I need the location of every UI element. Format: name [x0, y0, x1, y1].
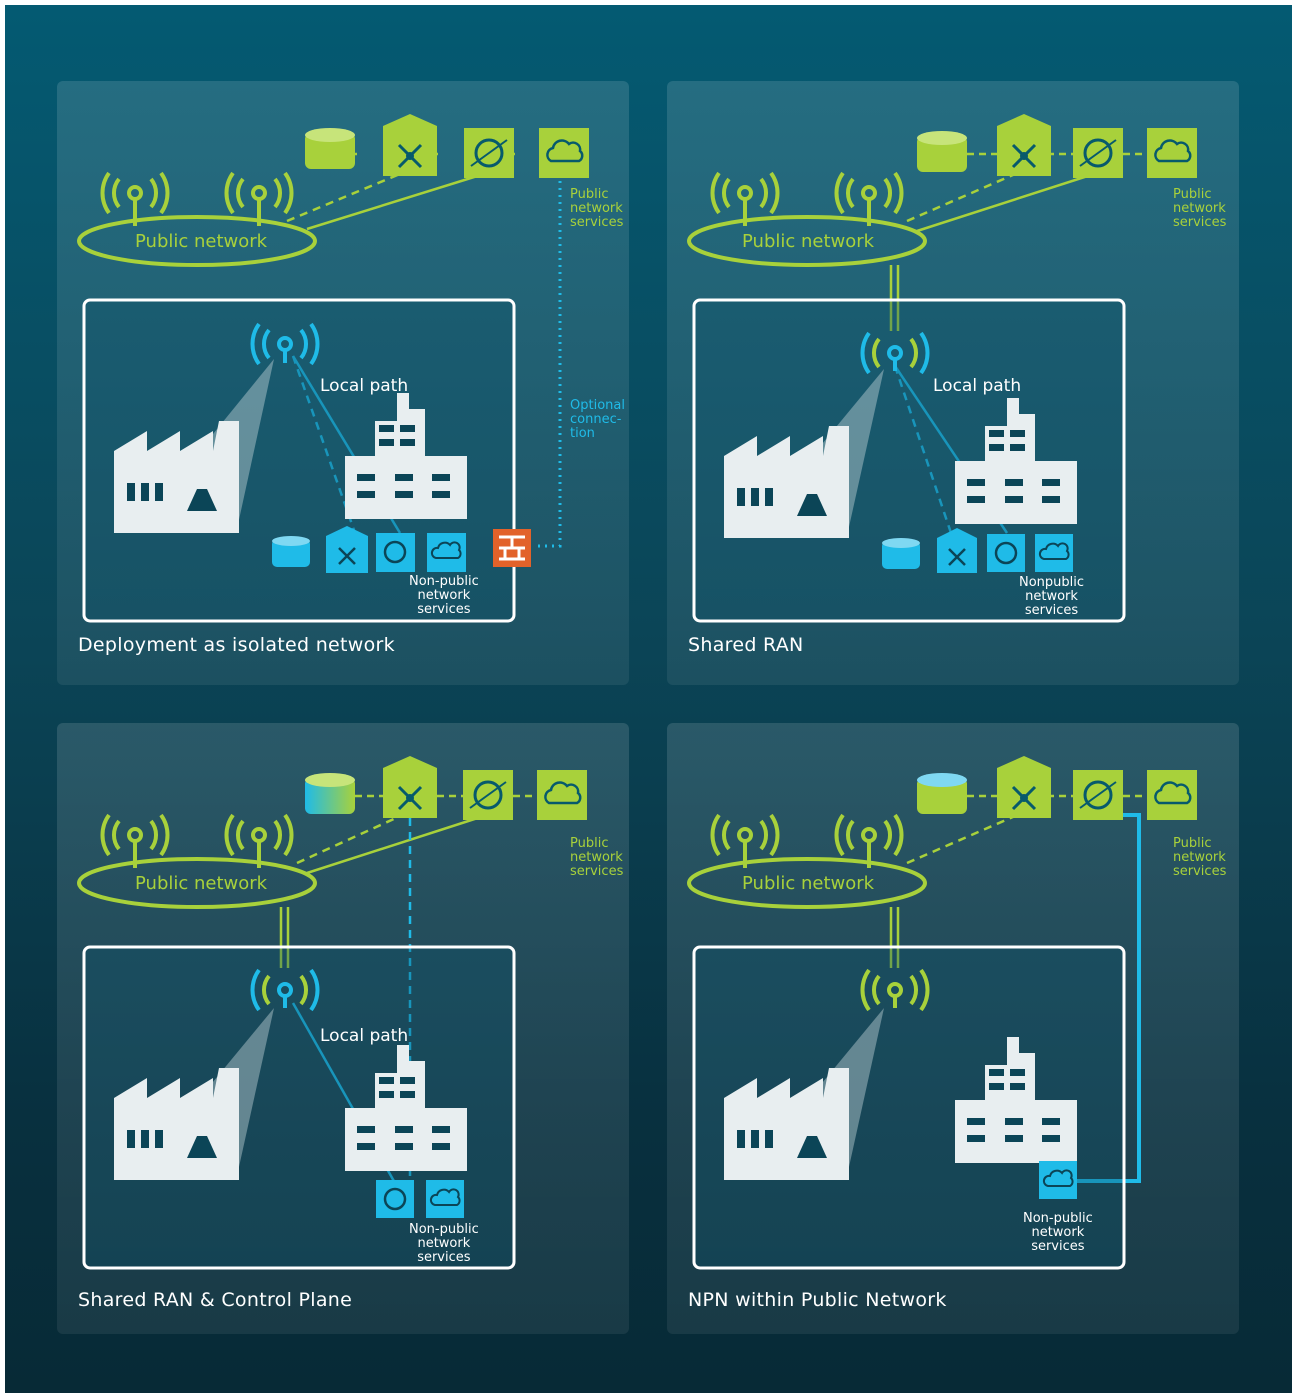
- public-network-label: Public network: [135, 873, 268, 894]
- antenna-icon: [834, 813, 904, 868]
- cloud-icon: [537, 770, 587, 820]
- gateway-icon: [383, 114, 437, 176]
- public-network-label: Public network: [742, 231, 875, 252]
- cloud-icon: [1039, 1161, 1077, 1199]
- public-services-label: Public network services: [1173, 836, 1227, 879]
- gateway-icon: [326, 526, 368, 573]
- diagram-canvas: Public network Public network services O…: [5, 5, 1292, 1393]
- local-path-label: Local path: [320, 1026, 409, 1046]
- cloud-icon: [1147, 770, 1197, 820]
- optional-connection-label: Optional connec- tion: [570, 398, 625, 441]
- office-building-icon: [955, 1037, 1077, 1163]
- cloud-icon: [426, 1180, 464, 1218]
- factory-icon: [724, 426, 849, 538]
- panel-3-graphics: [77, 756, 587, 1270]
- antenna-icon: [710, 813, 780, 868]
- antenna-icon: [834, 171, 904, 226]
- panel-isolated-network: Public network Public network services O…: [57, 81, 629, 685]
- cloud-icon: [427, 533, 466, 572]
- storage-icon: [917, 131, 967, 172]
- storage-icon: [917, 773, 967, 814]
- antenna-icon: [710, 171, 780, 226]
- storage-icon: [305, 773, 355, 814]
- antenna-icon: [100, 171, 170, 226]
- panel-1-graphics: [77, 114, 589, 623]
- gateway-icon: [997, 756, 1051, 818]
- core-icon: [376, 1180, 414, 1218]
- factory-icon: [724, 1068, 849, 1180]
- antenna-icon: [250, 322, 320, 366]
- panel-shared-ran: Public network Public network services L…: [667, 81, 1239, 685]
- factory-icon: [114, 1068, 239, 1180]
- shared-antenna-icon: [250, 968, 320, 1012]
- panel-title: NPN within Public Network: [688, 1289, 947, 1311]
- gateway-icon: [383, 756, 437, 818]
- local-services-label: Non-public network services: [409, 574, 479, 617]
- cloud-icon: [1147, 128, 1197, 178]
- panel-title: Deployment as isolated network: [78, 634, 395, 656]
- local-services-label: Non-public network services: [1023, 1211, 1093, 1254]
- core-icon: [1073, 770, 1123, 820]
- panel-title: Shared RAN & Control Plane: [78, 1289, 353, 1311]
- office-building-icon: [955, 398, 1077, 524]
- storage-icon: [305, 128, 355, 169]
- gateway-icon: [937, 528, 977, 573]
- antenna-icon: [100, 813, 170, 868]
- firewall-icon: [493, 529, 531, 567]
- public-network-label: Public network: [135, 231, 268, 252]
- antenna-icon: [224, 813, 294, 868]
- public-services-label: Public network services: [570, 836, 624, 879]
- core-icon: [463, 770, 513, 820]
- shared-antenna-icon: [860, 331, 930, 375]
- office-building-icon: [345, 1045, 467, 1171]
- public-network-label: Public network: [742, 873, 875, 894]
- antenna-icon: [860, 968, 930, 1012]
- cloud-icon: [539, 128, 589, 178]
- core-icon: [464, 128, 514, 178]
- public-services-label: Public network services: [570, 187, 624, 230]
- panel-npn-within-public: Public network Public network services N…: [667, 723, 1239, 1334]
- panel-4-graphics: [687, 756, 1197, 1270]
- panel-shared-ran-control-plane: Public network Public network services L…: [57, 723, 629, 1334]
- cloud-icon: [1035, 534, 1073, 572]
- local-services-label: Nonpublic network services: [1019, 575, 1085, 618]
- antenna-icon: [224, 171, 294, 226]
- gateway-icon: [997, 114, 1051, 176]
- core-icon: [1073, 128, 1123, 178]
- office-building-icon: [345, 393, 467, 519]
- local-services-label: Non-public network services: [409, 1222, 479, 1265]
- storage-icon: [882, 538, 920, 569]
- core-icon: [376, 533, 415, 572]
- local-path-label: Local path: [320, 376, 409, 396]
- panel-title: Shared RAN: [688, 634, 804, 656]
- public-services-label: Public network services: [1173, 187, 1227, 230]
- local-path-label: Local path: [933, 376, 1022, 396]
- panel-2-graphics: [687, 114, 1197, 623]
- factory-icon: [114, 421, 239, 533]
- core-icon: [987, 534, 1025, 572]
- storage-icon: [272, 536, 310, 567]
